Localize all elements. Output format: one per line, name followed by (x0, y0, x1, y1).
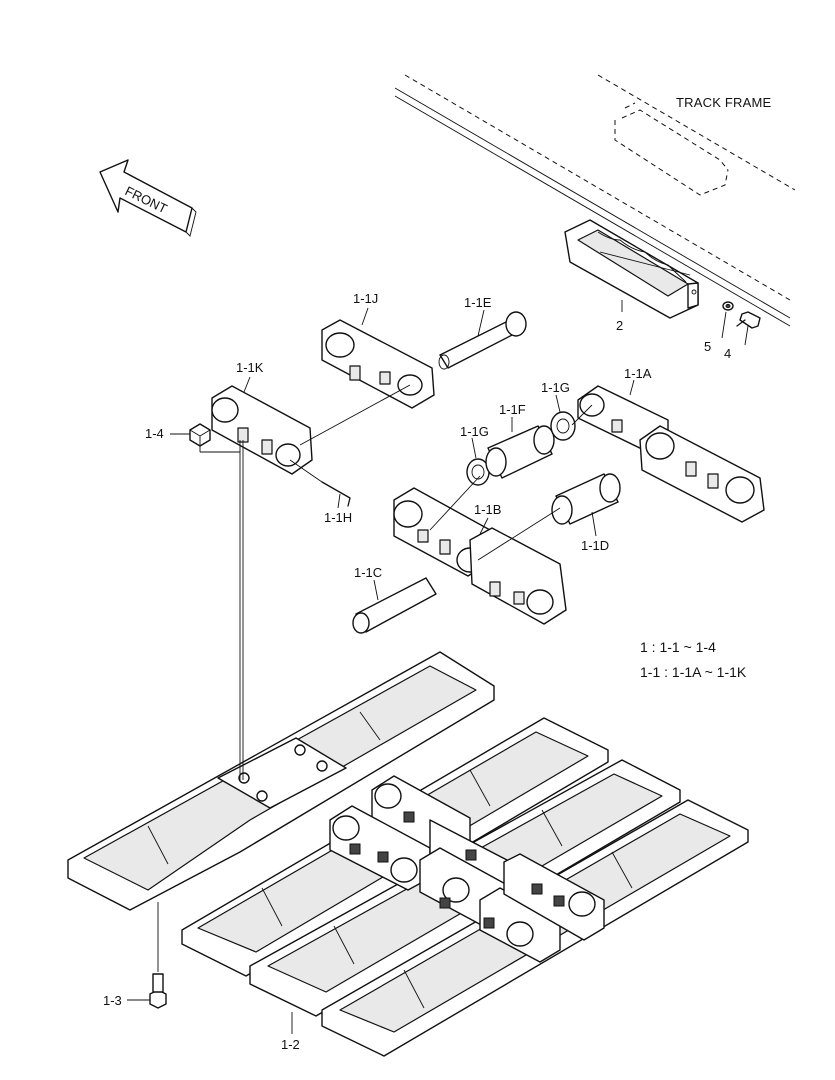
front-arrow-icon: FRONT (99, 159, 197, 237)
label-1-2: 1-2 (281, 1037, 300, 1052)
seal-1-1g-top (550, 411, 576, 441)
track-shoe-top (67, 651, 495, 911)
track-frame-label: TRACK FRAME (676, 95, 772, 110)
legend-line-1: 1 : 1-1 ~ 1-4 (640, 639, 716, 655)
nut-1-4 (189, 423, 211, 447)
label-2: 2 (616, 318, 623, 333)
bushing-1-1d (551, 473, 621, 525)
label-1-1j: 1-1J (353, 291, 378, 306)
label-1-1c: 1-1C (354, 565, 382, 580)
track-guard-bracket (564, 219, 699, 319)
bushing-1-1f (485, 425, 555, 479)
label-5: 5 (704, 339, 711, 354)
label-1-1a: 1-1A (624, 366, 652, 381)
label-1-1g-top: 1-1G (541, 380, 570, 395)
label-1-4: 1-4 (145, 426, 164, 441)
lock-pin-1-1h (321, 481, 351, 507)
pin-1-1e (438, 311, 527, 370)
label-1-1f: 1-1F (499, 402, 526, 417)
washer-5 (722, 301, 734, 311)
leader-lines (127, 251, 749, 1034)
label-1-1g-left: 1-1G (460, 424, 489, 439)
label-1-1e: 1-1E (464, 295, 492, 310)
pin-1-1c (352, 577, 437, 634)
link-1-1b (393, 487, 567, 625)
bolt-4 (736, 311, 761, 329)
link-1-1k (211, 385, 313, 475)
label-1-1h: 1-1H (324, 510, 352, 525)
label-1-1d: 1-1D (581, 538, 609, 553)
label-1-1k: 1-1K (236, 360, 264, 375)
label-1-3: 1-3 (103, 993, 122, 1008)
link-1-1j (321, 319, 435, 409)
legend-line-2: 1-1 : 1-1A ~ 1-1K (640, 664, 747, 680)
track-frame-outline (394, 74, 796, 327)
bolt-1-3 (149, 973, 167, 1009)
assembled-link-chain (329, 775, 605, 963)
link-1-1a (577, 385, 765, 523)
label-4: 4 (724, 346, 731, 361)
label-1-1b: 1-1B (474, 502, 501, 517)
